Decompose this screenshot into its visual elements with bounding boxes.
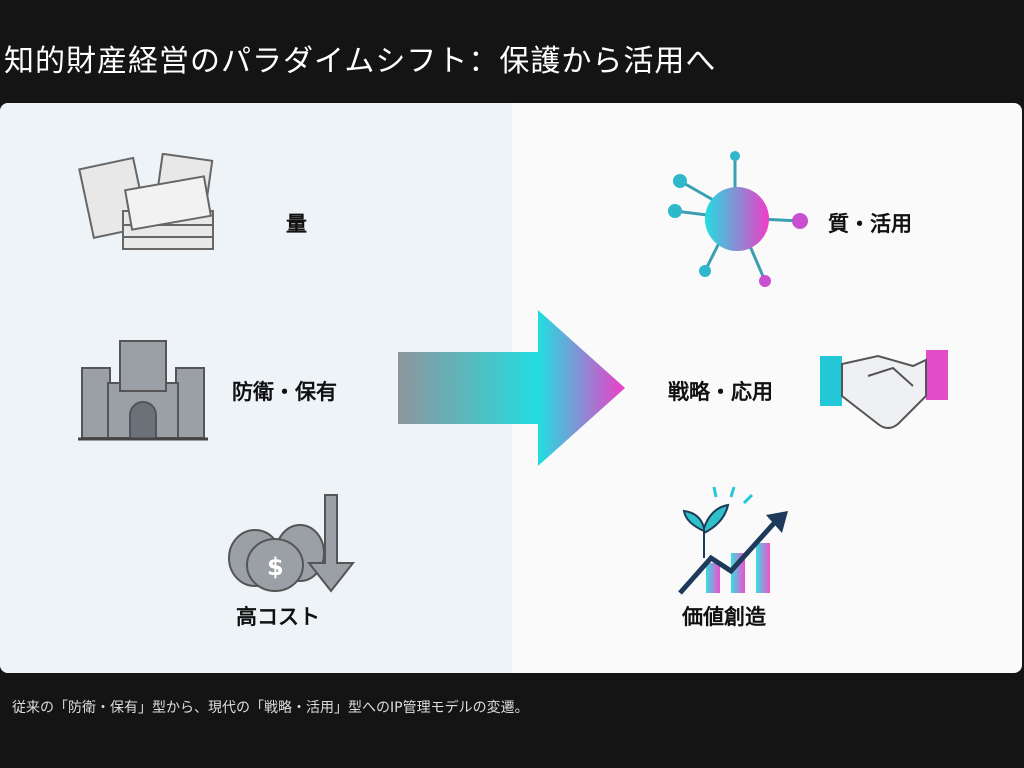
left-item-label: 防衛・保有 (232, 376, 337, 406)
money-bags-down-icon: $ (225, 493, 360, 593)
castle-icon (78, 333, 208, 443)
left-item-label: 高コスト (236, 601, 320, 631)
slide-panel: 量 防衛・保有 $ 高コスト (0, 103, 1022, 673)
network-sphere-icon (665, 151, 810, 291)
growth-chart-icon (676, 483, 796, 595)
page-title: 知的財産経営のパラダイムシフト：保護から活用へ (4, 36, 716, 80)
right-item-label: 戦略・応用 (668, 376, 773, 406)
right-item-label: 価値創造 (682, 601, 766, 631)
caption: 従来の「防衛・保有」型から、現代の「戦略・活用」型へのIP管理モデルの変遷。 (12, 697, 529, 717)
svg-text:$: $ (267, 553, 284, 581)
documents-icon (78, 153, 218, 283)
left-item-label: 量 (286, 208, 307, 238)
right-item-label: 質・活用 (828, 208, 912, 238)
handshake-icon (818, 346, 950, 436)
transition-arrow-icon (398, 310, 626, 467)
